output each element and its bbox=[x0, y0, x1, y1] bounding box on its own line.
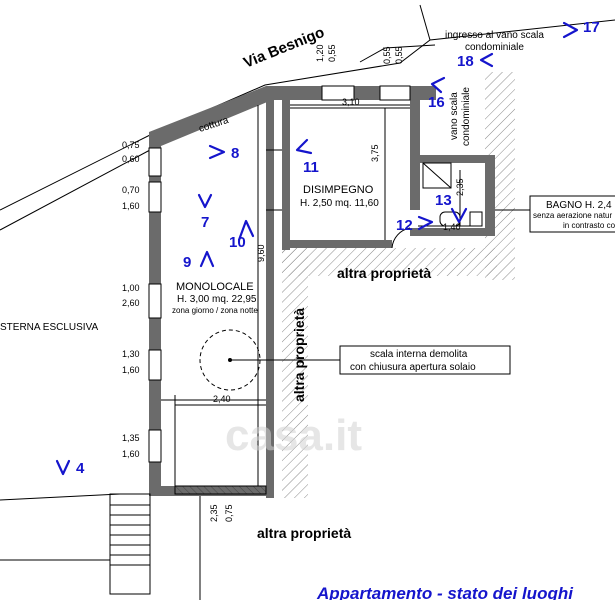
win-3-b: 2,60 bbox=[122, 298, 140, 308]
view-10: 10 bbox=[229, 234, 246, 251]
bagno-callout-box bbox=[529, 195, 615, 233]
dim-top-left-2: 0,55 bbox=[327, 44, 337, 62]
stair-callout-box bbox=[339, 345, 511, 375]
monolocale-name: MONOLOCALE bbox=[176, 281, 254, 293]
win-3-a: 1,00 bbox=[122, 283, 140, 293]
bagno-note1: senza aerazione natur bbox=[533, 211, 613, 220]
dim-bath-h: 2,35 bbox=[455, 178, 465, 196]
dim-top-right-1: 0,55 bbox=[382, 46, 392, 64]
top-window-1 bbox=[321, 85, 355, 101]
watermark: casa.it bbox=[225, 411, 362, 460]
dim-bottom-1: 2,35 bbox=[209, 504, 219, 522]
dim-240: 2,40 bbox=[213, 394, 231, 404]
altra-proprieta-hatch-vert bbox=[282, 248, 308, 498]
view-7: 7 bbox=[201, 214, 209, 231]
view-17: 17 bbox=[583, 19, 600, 36]
cisterna-label: STERNA ESCLUSIVA bbox=[0, 322, 99, 333]
altra-proprieta-hatch-mid bbox=[282, 248, 497, 276]
altra-proprieta-1: altra proprietà bbox=[337, 265, 431, 281]
stair-label-1: vano scala bbox=[449, 92, 460, 140]
street-label: Via Besnigo bbox=[241, 24, 327, 72]
win-4-a: 1,30 bbox=[122, 349, 140, 359]
disimpegno-info: H. 2,50 mq. 11,60 bbox=[300, 198, 379, 209]
view-8: 8 bbox=[231, 145, 239, 162]
footer-title: Appartamento - stato dei luoghi bbox=[316, 584, 574, 600]
win-5-b: 1,60 bbox=[122, 449, 140, 459]
interior-lines bbox=[161, 104, 530, 600]
win-4-b: 1,60 bbox=[122, 365, 140, 375]
view-16: 16 bbox=[428, 94, 445, 111]
view-4: 4 bbox=[76, 460, 85, 477]
dim-960: 9,60 bbox=[256, 244, 266, 262]
dim-top-right-2: 0,55 bbox=[394, 46, 404, 64]
dim-bottom-2: 0,75 bbox=[224, 504, 234, 522]
dim-310: 3,10 bbox=[342, 97, 360, 107]
win-2-b: 1,60 bbox=[122, 201, 140, 211]
win-2-a: 0,70 bbox=[122, 185, 140, 195]
stair-callout-2: con chiusura apertura solaio bbox=[350, 362, 476, 373]
dimension-lines bbox=[175, 105, 470, 486]
win-1-b: 0,60 bbox=[122, 154, 140, 164]
top-window-2 bbox=[379, 85, 411, 101]
monolocale-sub: zona giorno / zona notte bbox=[172, 306, 258, 315]
left-windows bbox=[148, 147, 162, 463]
altra-proprieta-3: altra proprietà bbox=[257, 525, 351, 541]
dim-top-left-1: 1,20 bbox=[315, 44, 325, 62]
stair-callout-1: scala interna demolita bbox=[370, 349, 468, 360]
dim-375: 3,75 bbox=[370, 144, 380, 162]
win-1-a: 0,75 bbox=[122, 140, 140, 150]
view-12: 12 bbox=[396, 217, 413, 234]
view-11: 11 bbox=[303, 159, 319, 176]
bagno-note2: in contrasto co bbox=[563, 221, 615, 230]
view-markers: 4 7 8 9 10 11 12 13 16 17 18 bbox=[55, 19, 600, 477]
win-5-a: 1,35 bbox=[122, 433, 140, 443]
stair-label-2: condominiale bbox=[461, 87, 472, 146]
view-9: 9 bbox=[183, 254, 191, 271]
entrance-note-2: condominiale bbox=[465, 42, 524, 53]
monolocale-info: H. 3,00 mq. 22,95 bbox=[177, 294, 257, 305]
external-stairs bbox=[0, 493, 151, 595]
disimpegno-name: DISIMPEGNO bbox=[303, 184, 374, 196]
altra-proprieta-2: altra proprietà bbox=[291, 308, 307, 402]
entrance-note-1: ingresso al vano scala bbox=[445, 30, 544, 41]
bagno-name: BAGNO H. 2,4 bbox=[546, 200, 612, 211]
view-18: 18 bbox=[457, 53, 474, 70]
view-13: 13 bbox=[435, 192, 452, 209]
dim-bath-w: 1,40 bbox=[443, 222, 461, 232]
